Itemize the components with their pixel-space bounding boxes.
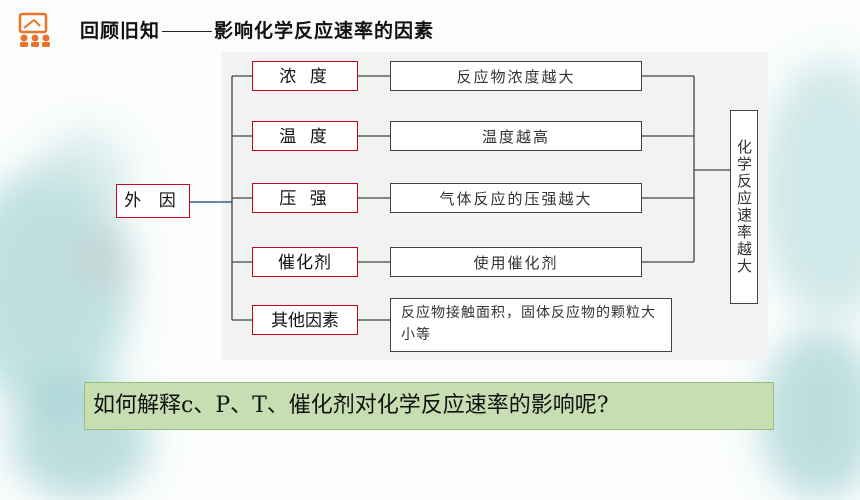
factor-catalyst: 催化剂 (252, 247, 358, 277)
factor-temperature: 温 度 (252, 121, 358, 151)
question-banner: 如何解释c、P、T、催化剂对化学反应速率的影响呢? (84, 382, 774, 430)
teacher-board-icon (18, 12, 50, 47)
watercolor-decoration (760, 330, 860, 500)
factor-concentration: 浓 度 (252, 61, 358, 91)
effect-concentration: 反应物浓度越大 (390, 61, 642, 91)
connector-lines (231, 75, 730, 321)
effect-other: 反应物接触面积，固体反应物的颗粒大小等 (390, 298, 672, 352)
watercolor-decoration (760, 60, 860, 320)
effect-temperature: 温度越高 (390, 121, 642, 151)
factor-pressure: 压 强 (252, 183, 358, 213)
watercolor-decoration (40, 130, 130, 220)
effect-pressure: 气体反应的压强越大 (390, 183, 642, 213)
watercolor-decoration (70, 230, 130, 290)
outer-connector (190, 201, 232, 203)
factors-diagram: 浓 度 温 度 压 强 催化剂 其他因素 反应物浓度越大 温度越高 气体反应的压… (222, 52, 768, 360)
title-main: 影响化学反应速率的因素 (214, 20, 435, 42)
title-dash (162, 31, 213, 32)
external-factors-box: 外 因 (116, 184, 190, 218)
effect-catalyst: 使用催化剂 (390, 247, 642, 277)
result-box: 化学反应速率越大 (730, 110, 758, 304)
factor-other: 其他因素 (252, 305, 358, 335)
title-prefix: 回顾旧知 (80, 20, 161, 42)
page-title: 回顾旧知 影响化学反应速率的因素 (80, 16, 434, 43)
